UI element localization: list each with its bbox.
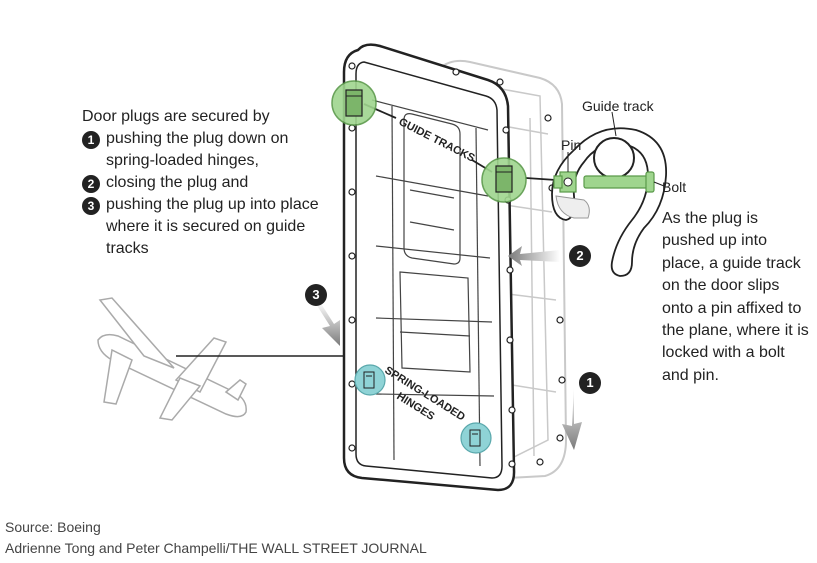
arrow-left [508, 246, 560, 266]
source-credit: Source: Boeing Adrienne Tong and Peter C… [5, 517, 427, 559]
credit-line: Adrienne Tong and Peter Champelli/THE WA… [5, 540, 427, 556]
step-text: pushing the plug down on spring-loaded h… [106, 130, 289, 169]
step-badge-3: 3 [305, 284, 327, 306]
arrow-down-right [562, 386, 582, 450]
guide-track-highlight-right [481, 157, 527, 203]
guide-track-detail [551, 111, 667, 277]
guide-track-highlight-top [331, 80, 377, 126]
step-item: 3 pushing the plug up into place where i… [82, 194, 337, 260]
step-badge-2: 2 [569, 245, 591, 267]
step-number: 2 [82, 175, 100, 193]
guide-track-label: Guide track [582, 98, 654, 114]
step-text: closing the plug and [106, 174, 249, 191]
hinge-highlight-right [460, 422, 492, 454]
intro-block: Door plugs are secured by 1 pushing the … [82, 106, 337, 260]
intro-heading: Door plugs are secured by [82, 108, 270, 125]
door-plug [342, 43, 566, 492]
hinge-highlight-left [354, 364, 386, 396]
airplane-icon [97, 297, 247, 421]
step-item: 1 pushing the plug down on spring-loaded… [82, 128, 337, 172]
bolt-label: Bolt [662, 179, 687, 195]
pin-label: Pin [561, 137, 582, 153]
step-number: 3 [82, 197, 100, 215]
pin [553, 171, 577, 193]
step-number: 1 [82, 131, 100, 149]
arrow-down-left [316, 302, 340, 346]
step-badge-1: 1 [579, 372, 601, 394]
steps-list: 1 pushing the plug down on spring-loaded… [82, 128, 337, 260]
bolt [583, 175, 651, 189]
right-description: As the plug is pushed up into place, a g… [662, 210, 809, 384]
step-text: pushing the plug up into place where it … [106, 196, 319, 257]
source-line: Source: Boeing [5, 519, 101, 535]
step-item: 2 closing the plug and [82, 172, 337, 194]
